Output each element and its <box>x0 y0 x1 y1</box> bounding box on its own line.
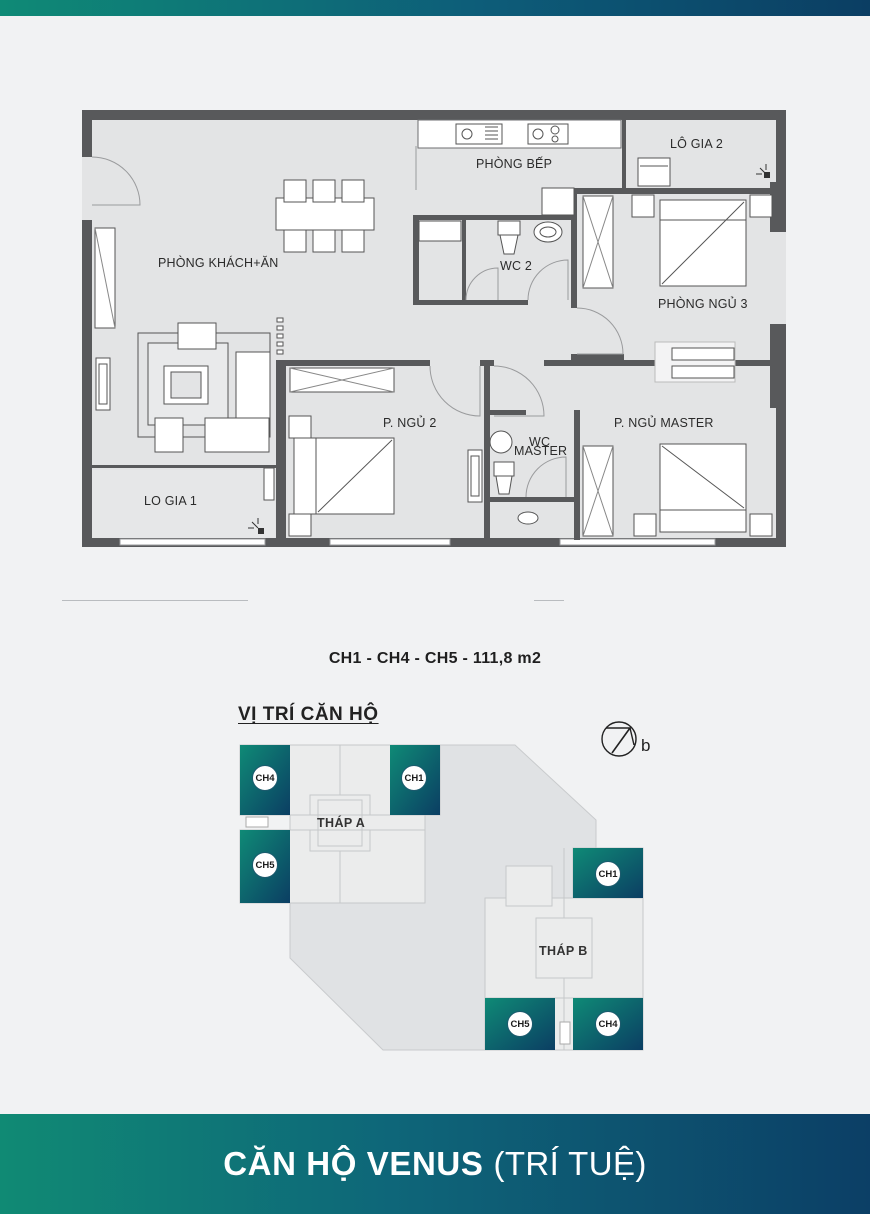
dining-table <box>275 179 375 253</box>
unit-badge-a-ch4: CH4 <box>252 765 278 791</box>
compass-icon <box>601 721 637 757</box>
room-label-loggia-2: LÔ GIA 2 <box>670 137 724 151</box>
room-label-bedroom-3: PHÒNG NGỦ 3 <box>658 297 748 311</box>
unit-badge-a-ch5: CH5 <box>252 852 278 878</box>
sink-icon <box>455 123 503 145</box>
sofa-set <box>137 322 271 453</box>
room-label-wc-2: WC 2 <box>500 259 533 273</box>
door-swings <box>91 146 624 498</box>
bottom-banner: CĂN HỘ VENUS (TRÍ TUỆ) <box>0 1114 870 1214</box>
room-label-loggia-1: LO GIA 1 <box>144 494 198 508</box>
room-label-wc-master-line2: MASTER <box>514 444 568 458</box>
unit-badge-b-ch5: CH5 <box>507 1011 533 1037</box>
unit-title: CH1 - CH4 - CH5 - 111,8 m2 <box>328 650 542 667</box>
tower-b-label: THÁP B <box>539 944 588 958</box>
stair-marks <box>276 317 284 355</box>
stove-icon <box>527 123 569 145</box>
compass-letter: b <box>641 736 651 755</box>
floor-plan <box>82 110 786 547</box>
banner-title: CĂN HỘ VENUS <box>223 1145 484 1182</box>
room-label-kitchen: PHÒNG BẾP <box>476 157 553 171</box>
kitchen-counter <box>417 119 622 149</box>
top-accent-bar <box>0 0 870 16</box>
room-label-master-bedroom: P. NGỦ MASTER <box>614 416 714 430</box>
room-label-bedroom-2: P. NGỦ 2 <box>383 416 437 430</box>
unit-badge-b-ch4: CH4 <box>595 1011 621 1037</box>
location-heading: VỊ TRÍ CĂN HỘ <box>238 704 379 725</box>
basin-wc2 <box>533 221 563 243</box>
room-label-wc-master-line1: WC <box>529 435 551 449</box>
divider-left <box>62 600 248 601</box>
unit-badge-a-ch1: CH1 <box>401 765 427 791</box>
site-plan <box>239 744 644 1051</box>
bed-bedroom2 <box>293 437 395 515</box>
washer-icon <box>637 157 671 187</box>
unit-badge-b-ch1: CH1 <box>595 861 621 887</box>
divider-right <box>534 600 564 601</box>
tower-a-label: THÁP A <box>317 816 366 830</box>
room-label-living-dining: PHÒNG KHÁCH+ĂN <box>158 256 279 270</box>
banner-subtitle: (TRÍ TUỆ) <box>493 1145 647 1182</box>
